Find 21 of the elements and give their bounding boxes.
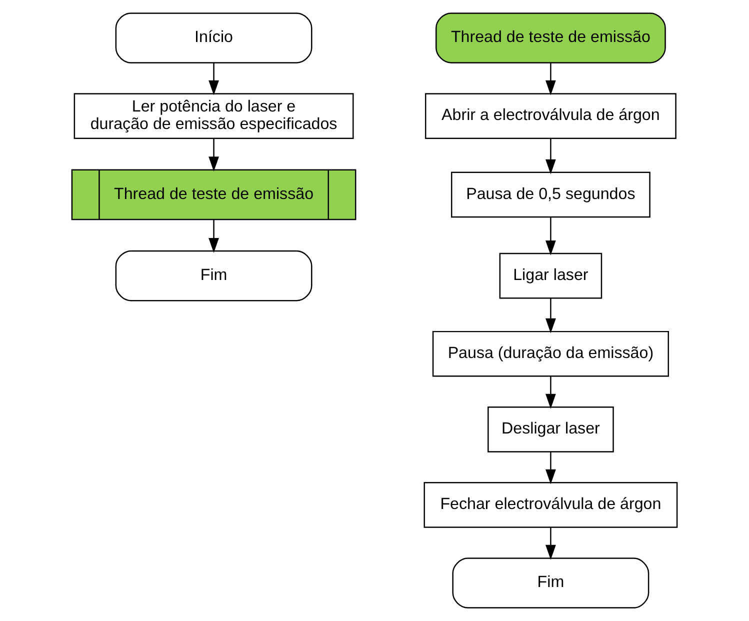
arrow <box>546 298 556 334</box>
node-box: Abrir a electroválvula de árgon <box>424 93 676 139</box>
arrow <box>546 528 556 560</box>
node-box: Início <box>115 12 312 64</box>
node-box: Thread de teste de emissão <box>436 12 666 64</box>
node-box: Fim <box>452 558 650 608</box>
arrow <box>208 63 219 96</box>
node-box: Ligar laser <box>499 252 602 299</box>
arrow <box>546 452 556 484</box>
node-box: Fechar electroválvula de árgon <box>424 482 678 528</box>
node-box: Pausa de 0,5 segundos <box>450 172 650 218</box>
arrow <box>546 376 556 409</box>
node-box: Pausa (duração da emissão) <box>432 330 669 377</box>
node-box: Desligar laser <box>488 406 614 452</box>
arrow <box>208 220 219 253</box>
arrow <box>546 138 556 174</box>
arrow <box>546 217 556 256</box>
node-box: Fim <box>115 250 312 302</box>
arrow <box>546 63 556 96</box>
node-box: Ler potência do laser e duração de emissão especificados <box>74 93 354 139</box>
arrow <box>208 138 219 172</box>
